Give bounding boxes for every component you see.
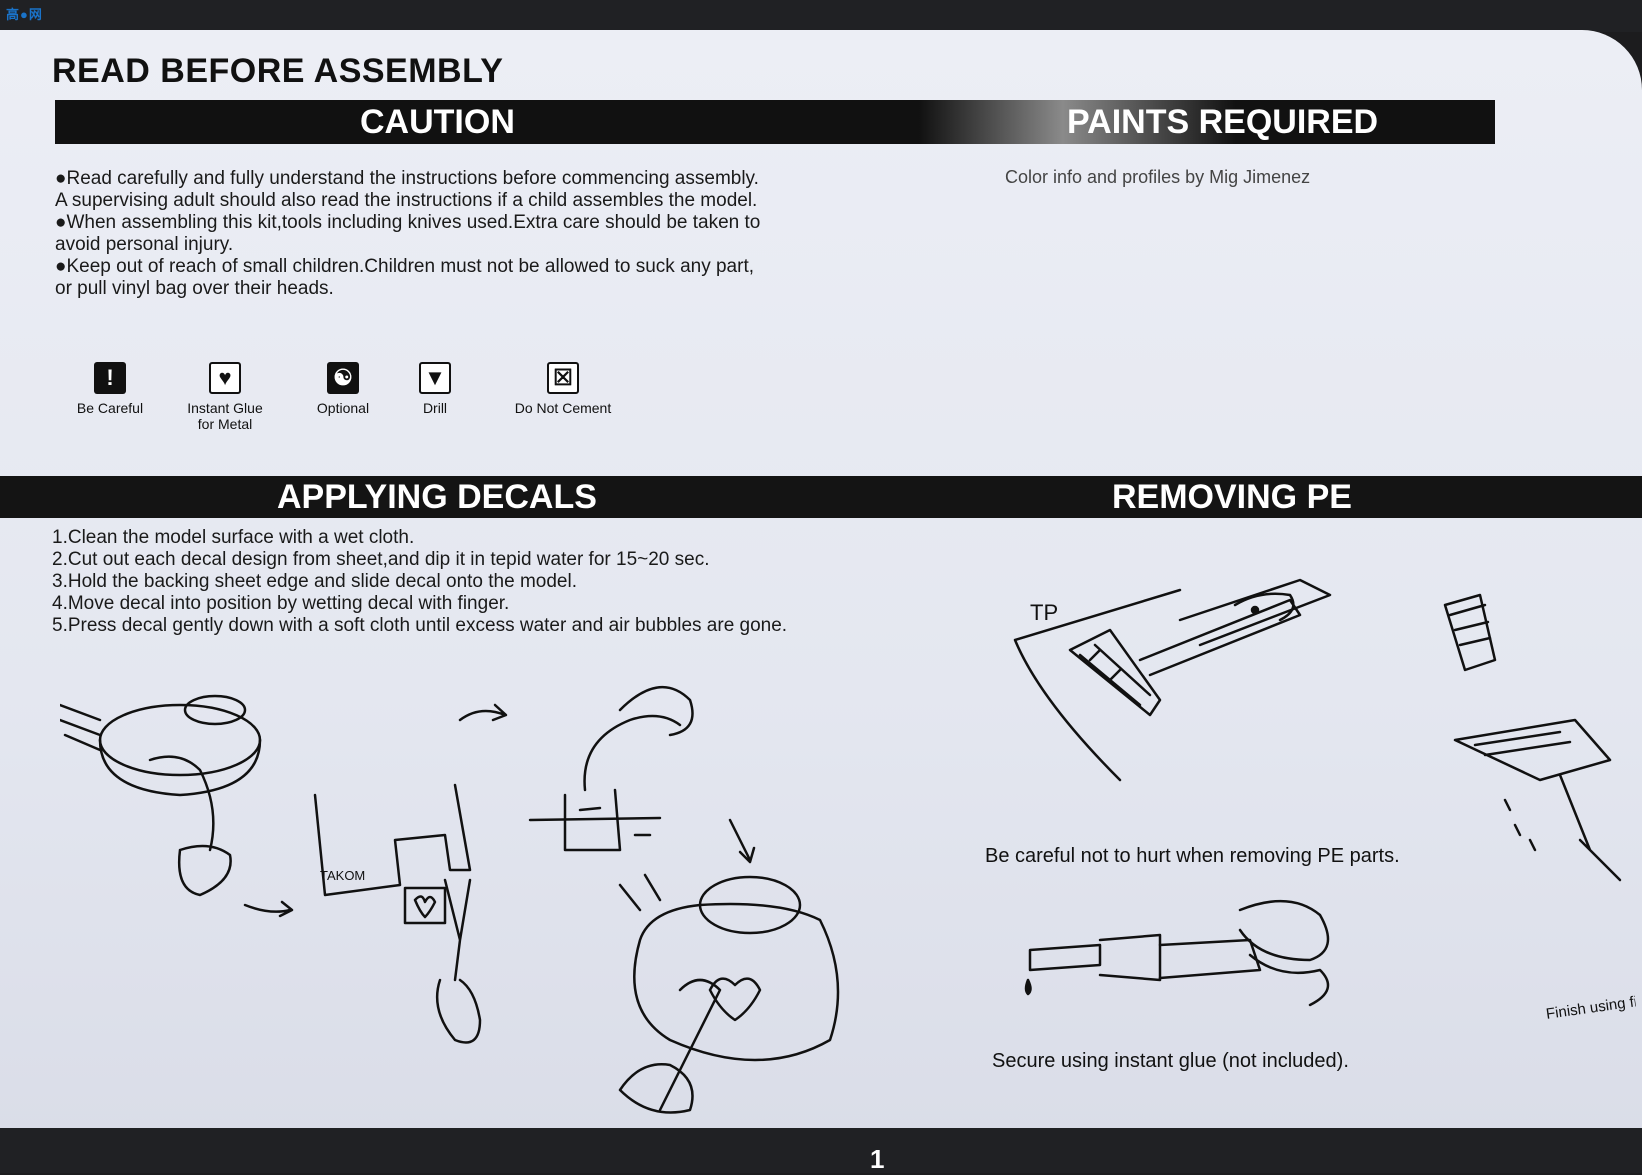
- top-binding-band: [0, 0, 1642, 32]
- caution-line: ●Read carefully and fully understand the…: [55, 168, 759, 189]
- legend-label: Do Not Cement: [514, 400, 612, 416]
- caution-line: ●When assembling this kit,tools includin…: [55, 212, 761, 233]
- legend-label: Instant Glue: [187, 400, 263, 416]
- caution-line: A supervising adult should also read the…: [55, 190, 758, 211]
- exclamation-icon: !: [94, 362, 126, 394]
- page-title: READ BEFORE ASSEMBLY: [52, 52, 504, 90]
- pe-fret-cutting-drawing: [1013, 578, 1332, 782]
- bottom-binding-band: [0, 1128, 1642, 1173]
- caution-line: or pull vinyl bag over their heads.: [55, 278, 334, 299]
- decal-step: 3.Hold the backing sheet edge and slide …: [52, 571, 577, 592]
- caution-heading: CAUTION: [360, 102, 515, 141]
- legend-be-careful: ! Be Careful: [65, 362, 155, 416]
- decal-step: 1.Clean the model surface with a wet clo…: [52, 527, 415, 548]
- site-watermark: 高●网: [6, 7, 43, 22]
- legend-label: for Metal: [197, 416, 253, 432]
- caution-text: ●Read carefully and fully understand the…: [55, 168, 855, 300]
- turret-cleaning-drawing: [60, 694, 262, 897]
- pe-glue-caption: Secure using instant glue (not included)…: [992, 1050, 1349, 1072]
- legend-label: Optional: [316, 400, 370, 416]
- decal-illustrations: TAKOM: [60, 685, 840, 1114]
- symbol-legend: ! Be Careful ♥ Instant Glue for Metal ☯ …: [65, 362, 645, 442]
- decal-step: 5.Press decal gently down with a soft cl…: [52, 615, 788, 636]
- paints-required-heading: PAINTS REQUIRED: [1067, 102, 1379, 141]
- pe-remove-caption: Be careful not to hurt when removing PE …: [985, 845, 1400, 867]
- water-dip-drawing: [528, 685, 694, 852]
- sheet-brand-label: TAKOM: [320, 868, 365, 883]
- legend-drill: ▼ Drill: [405, 362, 465, 416]
- legend-do-not-cement: ☒ Do Not Cement: [503, 362, 623, 416]
- decal-step: 2.Cut out each decal design from sheet,a…: [52, 549, 710, 570]
- instruction-page: [0, 30, 1642, 1135]
- paints-credit: Color info and profiles by Mig Jimenez: [1005, 167, 1311, 187]
- fret-brand-label: TP: [1030, 600, 1058, 625]
- page-number: 1: [870, 1144, 885, 1174]
- legend-instant-glue: ♥ Instant Glue for Metal: [175, 362, 275, 432]
- decal-sheet-drawing: [313, 783, 482, 1044]
- caution-header-bar: CAUTION PAINTS REQUIRED: [55, 100, 1495, 144]
- arrow-icon: [728, 818, 756, 864]
- file-finishing-drawing: [1443, 593, 1622, 882]
- decal-step: 4.Move decal into position by wetting de…: [52, 593, 510, 614]
- arrow-icon: [243, 900, 294, 918]
- glue-bottle-drawing: [1024, 899, 1330, 1007]
- drill-icon: ▼: [419, 362, 451, 394]
- legend-label: Drill: [422, 400, 448, 416]
- arrow-icon: [458, 703, 508, 722]
- broken-heart-icon: ♥: [209, 362, 241, 394]
- turret-decal-drawing: [618, 873, 840, 1114]
- yin-yang-icon: ☯: [327, 362, 359, 394]
- caution-line: avoid personal injury.: [55, 234, 234, 255]
- decal-steps: 1.Clean the model surface with a wet clo…: [52, 527, 912, 637]
- legend-label: Be Careful: [76, 400, 144, 416]
- pe-illustrations: TP: [1013, 578, 1622, 1007]
- decals-header-bar: APPLYING DECALS REMOVING PE: [0, 476, 1642, 518]
- removing-pe-heading: REMOVING PE: [1112, 477, 1352, 516]
- legend-optional: ☯ Optional: [303, 362, 383, 416]
- caution-line: ●Keep out of reach of small children.Chi…: [55, 256, 755, 277]
- no-cement-icon: ☒: [547, 362, 579, 394]
- applying-decals-heading: APPLYING DECALS: [277, 477, 597, 516]
